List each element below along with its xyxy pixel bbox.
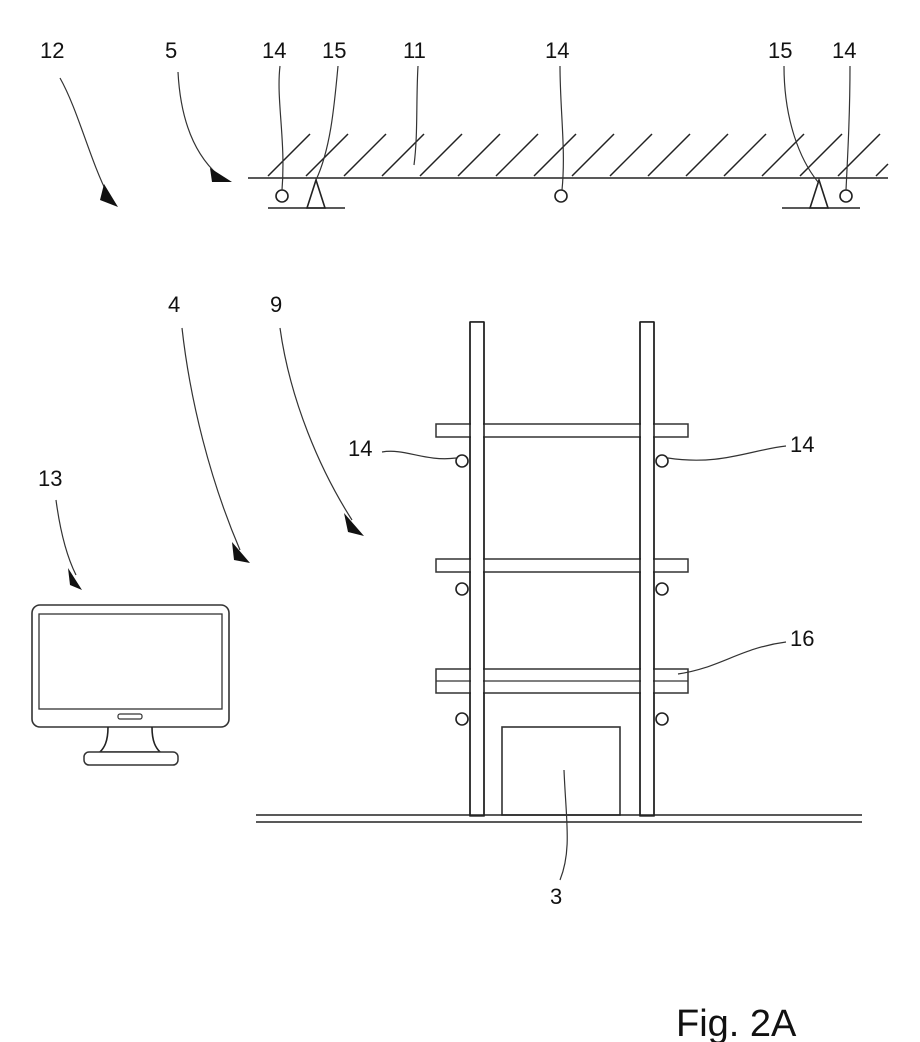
mount-triangle [810, 180, 828, 208]
rack-sensor [456, 455, 468, 467]
label-3: 3 [550, 884, 562, 909]
ceiling-mount-left [268, 180, 345, 208]
hatch-stroke [306, 134, 348, 176]
monitor [32, 605, 229, 765]
label-5: 5 [165, 38, 177, 63]
arrowhead-13 [68, 568, 82, 590]
label-11: 11 [403, 38, 426, 63]
monitor-power-button [118, 714, 142, 719]
monitor-base [84, 752, 178, 765]
label-14-ceiling-right: 14 [832, 38, 856, 63]
label-14-rack-right: 14 [790, 432, 814, 457]
hatch-stroke [572, 134, 614, 176]
hatch-stroke [686, 134, 728, 176]
leader-11 [414, 66, 418, 165]
arrowhead-9 [344, 513, 364, 536]
leader-12 [60, 78, 108, 195]
hatch-stroke [876, 164, 888, 176]
label-15-right: 15 [768, 38, 792, 63]
hatch-stroke [648, 134, 690, 176]
sensor-circle [840, 190, 852, 202]
ceiling-sensor-mid [555, 190, 567, 202]
monitor-neck [100, 727, 160, 752]
leader-13 [56, 500, 76, 575]
arrowhead-12 [100, 184, 118, 207]
arrowhead-5 [210, 168, 232, 182]
ceiling-hatching [268, 134, 888, 176]
rack-sensor [656, 713, 668, 725]
hatch-stroke [610, 134, 652, 176]
leader-15-right [784, 66, 818, 182]
leader-9 [280, 328, 352, 520]
leader-14-ceiling-left [279, 66, 283, 190]
mount-triangle [307, 180, 325, 208]
label-4: 4 [168, 292, 180, 317]
hatch-stroke [762, 134, 804, 176]
rack-sensor [656, 583, 668, 595]
label-9: 9 [270, 292, 282, 317]
hatch-stroke [724, 134, 766, 176]
label-16: 16 [790, 626, 814, 651]
label-13: 13 [38, 466, 62, 491]
hatch-stroke [496, 134, 538, 176]
leader-4 [182, 328, 240, 550]
hatch-stroke [382, 134, 424, 176]
rack-sensor [456, 583, 468, 595]
figure-caption: Fig. 2A [676, 1003, 797, 1042]
rack [436, 322, 688, 816]
rack-sensor [656, 455, 668, 467]
sensor-circle [276, 190, 288, 202]
leader-14-ceiling-mid [560, 66, 563, 190]
arrowhead-4 [232, 542, 250, 563]
label-14-rack-left: 14 [348, 436, 372, 461]
leader-5 [178, 72, 218, 175]
hatch-stroke [800, 134, 842, 176]
monitor-screen [39, 614, 222, 709]
label-14-ceiling-left: 14 [262, 38, 286, 63]
hatch-stroke [420, 134, 462, 176]
hatch-stroke [838, 134, 880, 176]
hatch-stroke [268, 134, 310, 176]
hatch-stroke [344, 134, 386, 176]
ceiling-mount-right [782, 180, 860, 208]
label-15-left: 15 [322, 38, 346, 63]
leader-14-rack-left [382, 451, 456, 458]
leader-16 [678, 642, 786, 674]
leader-14-ceiling-right [846, 66, 850, 190]
ceiling [248, 134, 888, 178]
hatch-stroke [534, 134, 576, 176]
rack-sensor [456, 713, 468, 725]
leader-14-rack-right [668, 446, 786, 460]
label-12: 12 [40, 38, 64, 63]
object-box [502, 727, 620, 815]
label-14-ceiling-mid: 14 [545, 38, 569, 63]
hatch-stroke [458, 134, 500, 176]
